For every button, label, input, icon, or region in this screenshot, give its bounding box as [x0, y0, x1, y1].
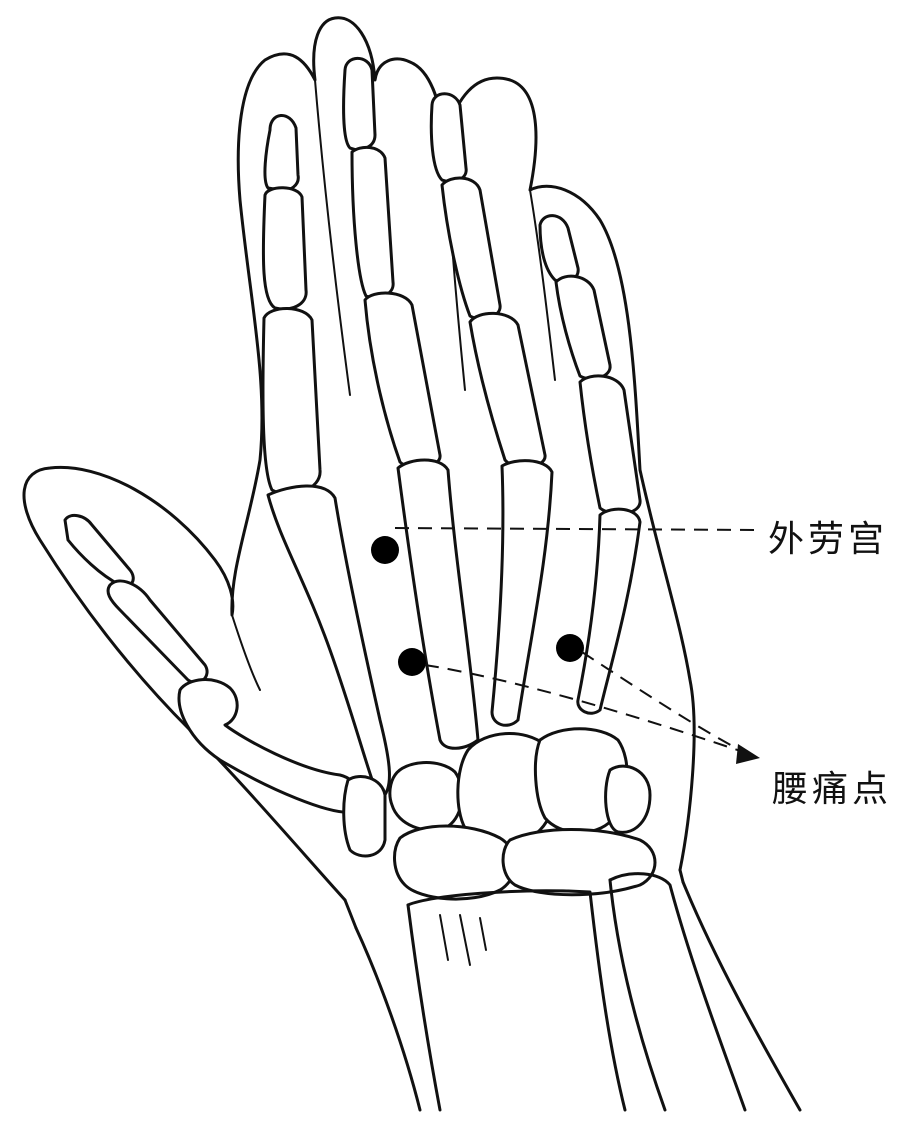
acupoint-dot-yaotong-1	[398, 648, 426, 676]
acupoint-dot-wailaogong	[371, 536, 399, 564]
acupoint-label-wailaogong: 外劳宫	[768, 510, 888, 562]
acupoint-markers	[371, 536, 584, 676]
leader-arrowhead	[736, 744, 760, 764]
little-finger-bones	[540, 216, 640, 714]
acupoint-dot-yaotong-2	[556, 634, 584, 662]
carpal-bones	[344, 729, 655, 899]
acupoint-label-yaotongdian: 腰痛点	[772, 760, 892, 812]
